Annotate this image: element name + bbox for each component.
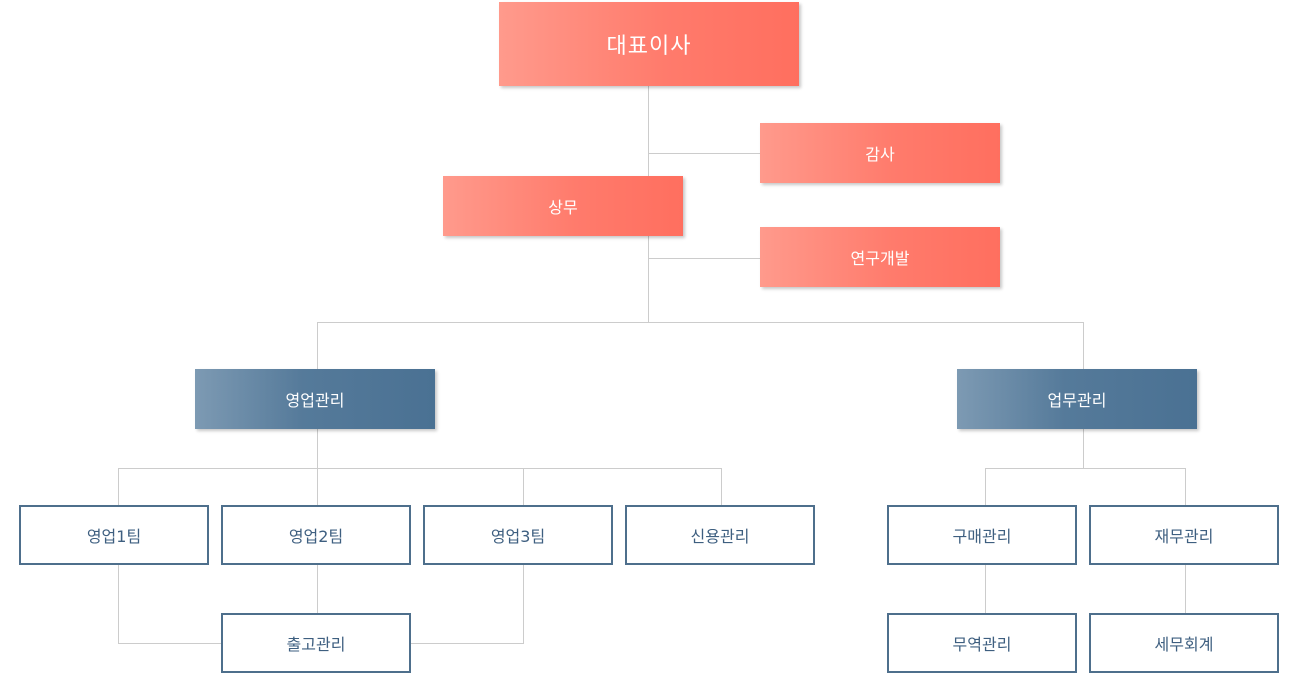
audit-box: 감사: [760, 123, 1000, 183]
connector-shipping: [118, 564, 524, 644]
finance-management-label: 재무관리: [1154, 527, 1214, 546]
rnd-box: 연구개발: [760, 227, 1000, 287]
sales-team-3-label: 영업3팀: [490, 527, 546, 546]
shipping-management-label: 출고관리: [286, 635, 346, 654]
sales-team-3-box: 영업3팀: [423, 505, 613, 565]
sales-management-label: 영업관리: [285, 391, 345, 410]
executive-director-box: 상무: [443, 176, 683, 236]
connector-departments: [317, 322, 1084, 369]
connector-sub-business: [985, 564, 1186, 614]
connector-business-teams: [985, 429, 1186, 506]
tax-accounting-box: 세무회계: [1089, 613, 1279, 673]
sales-management-box: 영업관리: [195, 369, 435, 429]
sales-team-2-box: 영업2팀: [221, 505, 411, 565]
shipping-management-box: 출고관리: [221, 613, 411, 673]
sales-team-1-label: 영업1팀: [86, 527, 142, 546]
finance-management-box: 재무관리: [1089, 505, 1279, 565]
sales-team-1-box: 영업1팀: [19, 505, 209, 565]
business-management-label: 업무관리: [1047, 391, 1107, 410]
tax-accounting-label: 세무회계: [1154, 635, 1214, 654]
trade-management-box: 무역관리: [887, 613, 1077, 673]
purchase-management-box: 구매관리: [887, 505, 1077, 565]
ceo-box: 대표이사: [499, 2, 799, 86]
credit-management-label: 신용관리: [690, 527, 750, 546]
trade-management-label: 무역관리: [952, 635, 1012, 654]
purchase-management-label: 구매관리: [952, 527, 1012, 546]
executive-director-label: 상무: [548, 198, 578, 217]
audit-label: 감사: [865, 145, 895, 164]
ceo-label: 대표이사: [606, 34, 692, 59]
sales-team-2-label: 영업2팀: [288, 527, 344, 546]
rnd-label: 연구개발: [850, 249, 910, 268]
business-management-box: 업무관리: [957, 369, 1197, 429]
connector-sales-teams: [118, 429, 722, 506]
credit-management-box: 신용관리: [625, 505, 815, 565]
